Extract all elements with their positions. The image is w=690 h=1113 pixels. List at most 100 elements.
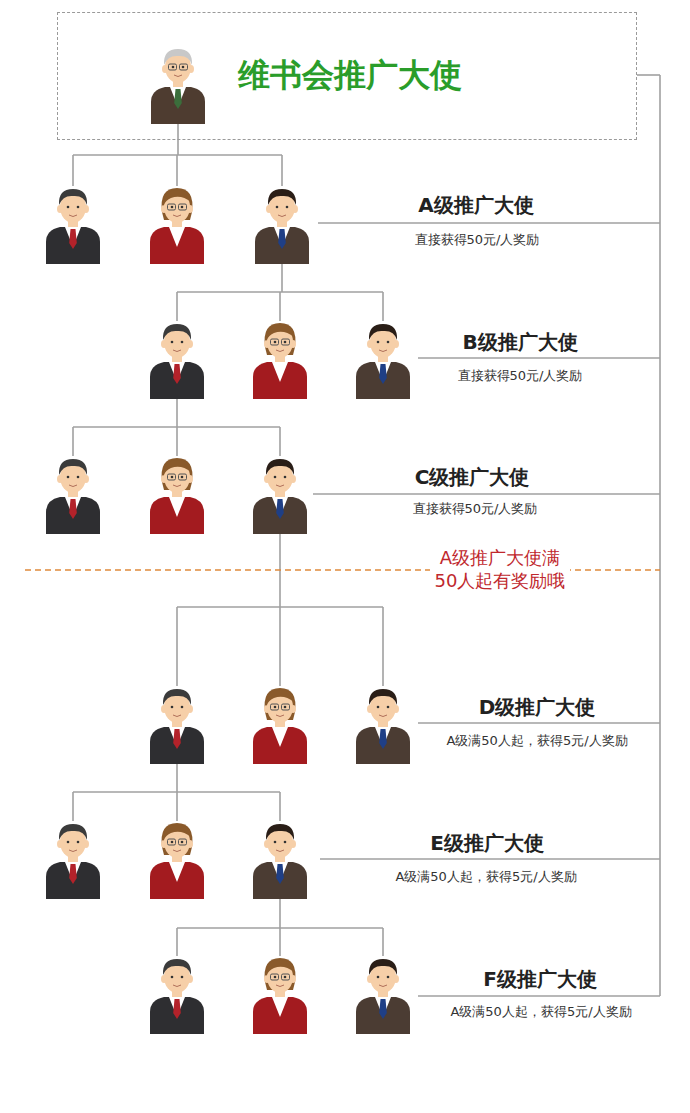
eye [171, 706, 174, 709]
hair [163, 825, 191, 841]
eye [171, 841, 174, 844]
shirt [169, 497, 185, 517]
tree-line [176, 792, 178, 821]
person-icon [46, 459, 100, 534]
tree-line [176, 762, 178, 792]
glass-lens [271, 704, 279, 710]
level-title: F级推广大使 [483, 966, 597, 993]
tie [173, 364, 181, 384]
level-title: D级推广大使 [479, 694, 596, 721]
hair [59, 459, 87, 475]
suit [253, 362, 307, 399]
eye [181, 841, 184, 844]
glass-lens [169, 64, 177, 70]
suit [253, 862, 307, 899]
tree-line [72, 427, 74, 456]
reward-note: 直接获得50元/人奖励 [415, 231, 540, 249]
tree-line [418, 722, 660, 724]
hair [59, 824, 87, 840]
tree-line [382, 292, 384, 321]
tie [69, 229, 77, 249]
mouth [278, 215, 286, 217]
eye [171, 476, 174, 479]
hair [266, 325, 294, 341]
hair [369, 959, 397, 975]
person-icon [255, 189, 309, 264]
hair [266, 960, 294, 976]
suit [356, 362, 410, 399]
head [164, 461, 190, 493]
tie [379, 999, 387, 1019]
glass-lens [271, 339, 279, 345]
shirt [272, 727, 288, 747]
person-icon [356, 689, 410, 764]
level-title: A级推广大使 [418, 192, 533, 219]
glass-lens [179, 204, 187, 210]
eye [274, 341, 277, 344]
hair [369, 324, 397, 340]
head [267, 691, 293, 723]
tie [174, 89, 182, 109]
eye [284, 341, 287, 344]
glass-lens [168, 474, 176, 480]
reward-note: A级满50人起，获得5元/人奖励 [395, 868, 576, 886]
reward-note: 直接获得50元/人奖励 [458, 367, 583, 385]
mouth [173, 350, 181, 352]
mouth [174, 75, 182, 77]
eye [377, 706, 380, 709]
eye [77, 476, 80, 479]
eye [67, 206, 70, 209]
glass-lens [282, 974, 290, 980]
glass-lens [179, 474, 187, 480]
tie [173, 999, 181, 1019]
tree-line [382, 928, 384, 956]
tree-line [281, 262, 283, 292]
header-title: 维书会推广大使 [238, 54, 462, 98]
eye [181, 476, 184, 479]
tree-lines [73, 75, 660, 996]
mouth [276, 985, 284, 987]
eye [181, 706, 184, 709]
eye [77, 206, 80, 209]
eye [274, 476, 277, 479]
threshold-note: A级推广大使满 50人起有奖励哦 [430, 546, 571, 593]
shirt [272, 362, 288, 382]
tie [379, 364, 387, 384]
suit [356, 997, 410, 1034]
hair [163, 460, 191, 476]
eye [284, 841, 287, 844]
eye [67, 476, 70, 479]
hair [266, 690, 294, 706]
mouth [173, 485, 181, 487]
tie [379, 729, 387, 749]
hair [268, 189, 296, 205]
person-icon [150, 324, 204, 399]
label-slot: A级推广大使满 50人起有奖励哦 [430, 546, 571, 593]
eye [284, 976, 287, 979]
shirt [272, 997, 288, 1017]
mouth [173, 985, 181, 987]
reward-note: A级满50人起，获得5元/人奖励 [446, 732, 627, 750]
eye [171, 976, 174, 979]
label-slot: B级推广大使 [462, 329, 577, 356]
label-slot: 直接获得50元/人奖励 [413, 500, 538, 518]
person-icon [253, 688, 307, 764]
mouth [173, 215, 181, 217]
hair [163, 190, 191, 206]
mouth [173, 715, 181, 717]
tree-line [279, 427, 281, 456]
person-icon [150, 689, 204, 764]
glasses [271, 704, 290, 710]
shirt [169, 227, 185, 247]
mouth [69, 215, 77, 217]
suit [150, 362, 204, 399]
label-slot: A级推广大使 [418, 192, 533, 219]
suit [46, 497, 100, 534]
eye [181, 976, 184, 979]
person-icon [46, 189, 100, 264]
hair [369, 689, 397, 705]
hair [59, 189, 87, 205]
label-slot: A级满50人起，获得5元/人奖励 [395, 868, 576, 886]
eye [284, 476, 287, 479]
